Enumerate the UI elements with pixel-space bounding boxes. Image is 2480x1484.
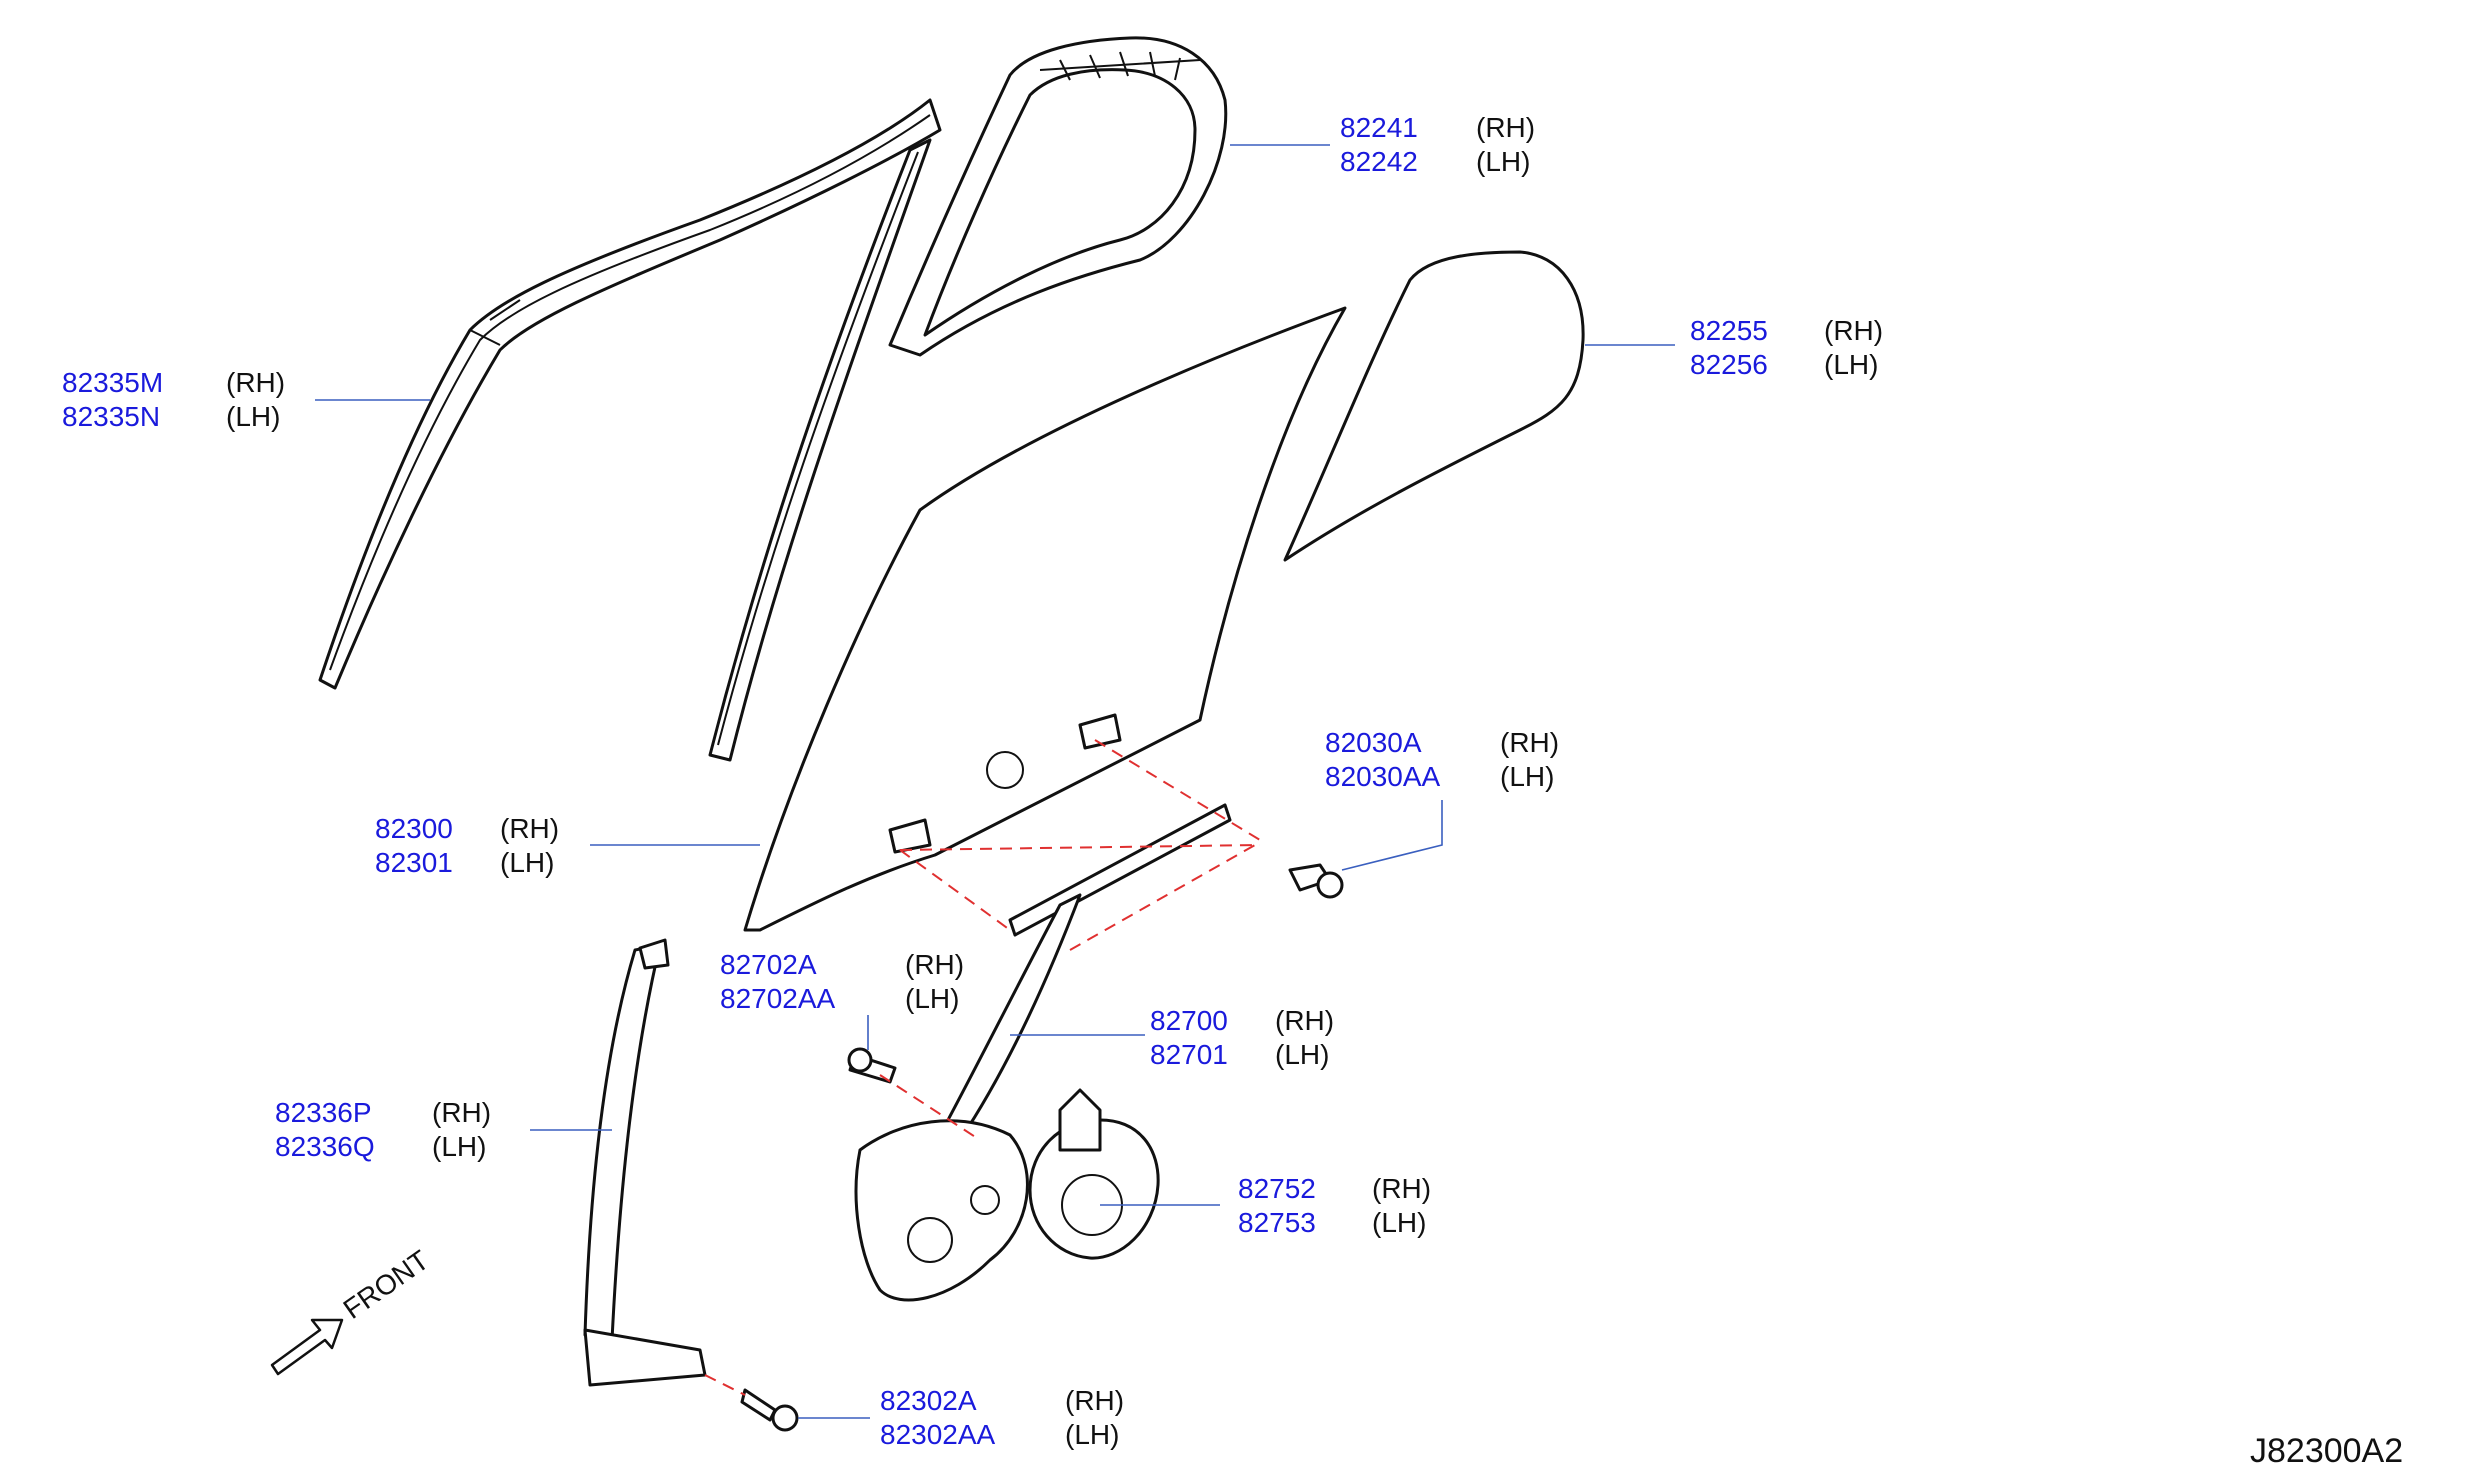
side-lh: (LH) (432, 1131, 486, 1162)
part-number-82335n: 82335N (62, 401, 160, 432)
side-rh: (RH) (905, 949, 964, 980)
side-rh: (RH) (1275, 1005, 1334, 1036)
sash-bolt[interactable] (740, 1388, 799, 1432)
side-rh: (RH) (500, 813, 559, 844)
part-number-82302a: 82302A (880, 1385, 977, 1416)
part-number-82255: 82255 (1690, 315, 1768, 346)
side-lh: (LH) (500, 847, 554, 878)
glass-bolt[interactable] (1288, 863, 1344, 899)
part-number-82301: 82301 (375, 847, 453, 878)
side-lh: (LH) (1500, 761, 1554, 792)
part-number-82300: 82300 (375, 813, 453, 844)
center-sash-upper[interactable] (708, 138, 932, 762)
part-number-82336q: 82336Q (275, 1131, 375, 1162)
side-rh: (RH) (1065, 1385, 1124, 1416)
callout-82336[interactable]: 82336P 82336Q (RH) (LH) (275, 1097, 491, 1162)
leader-lines (315, 144, 1675, 1419)
callout-82302[interactable]: 82302A 82302AA (RH) (LH) (880, 1385, 1124, 1450)
part-number-82030aa: 82030AA (1325, 761, 1441, 792)
center-sash-lower[interactable] (583, 938, 707, 1387)
regulator-sector[interactable] (854, 1119, 1029, 1302)
side-lh: (LH) (1824, 349, 1878, 380)
part-number-82241: 82241 (1340, 112, 1418, 143)
side-lh: (LH) (1372, 1207, 1426, 1238)
window-motor[interactable] (1028, 1088, 1160, 1260)
side-rh: (RH) (432, 1097, 491, 1128)
callout-82335[interactable]: 82335M 82335N (RH) (LH) (62, 367, 285, 432)
side-lh: (LH) (1065, 1419, 1119, 1450)
side-lh: (LH) (1275, 1039, 1329, 1070)
callout-82030[interactable]: 82030A 82030AA (RH) (LH) (1325, 727, 1559, 792)
part-number-82702aa: 82702AA (720, 983, 836, 1014)
front-direction-arrow: FRONT (270, 1244, 435, 1376)
part-number-82336p: 82336P (275, 1097, 372, 1128)
front-sash-channel[interactable] (318, 98, 942, 690)
diagram-code: J82300A2 (2250, 1432, 2403, 1470)
side-rh: (RH) (1500, 727, 1559, 758)
door-glass[interactable] (743, 306, 1347, 932)
side-rh: (RH) (1372, 1173, 1431, 1204)
part-number-82702a: 82702A (720, 949, 817, 980)
side-lh: (LH) (905, 983, 959, 1014)
part-number-82256: 82256 (1690, 349, 1768, 380)
alignment-lines (704, 739, 1261, 1396)
callout-82752[interactable]: 82752 82753 (RH) (LH) (1238, 1173, 1431, 1238)
front-label: FRONT (338, 1244, 435, 1325)
part-number-82752: 82752 (1238, 1173, 1316, 1204)
callout-82700[interactable]: 82700 82701 (RH) (LH) (1150, 1005, 1334, 1070)
side-rh: (RH) (226, 367, 285, 398)
part-number-82753: 82753 (1238, 1207, 1316, 1238)
callout-82255[interactable]: 82255 82256 (RH) (LH) (1690, 315, 1883, 380)
callout-82300[interactable]: 82300 82301 (RH) (LH) (375, 813, 559, 878)
part-number-82242: 82242 (1340, 146, 1418, 177)
regulator-rail[interactable] (938, 803, 1232, 1142)
quarter-window-frame[interactable] (888, 36, 1228, 357)
side-lh: (LH) (226, 401, 280, 432)
callout-82702[interactable]: 82702A 82702AA (RH) (LH) (720, 949, 964, 1014)
regulator-bolt[interactable] (847, 1047, 897, 1084)
part-number-82030a: 82030A (1325, 727, 1422, 758)
part-number-82700: 82700 (1150, 1005, 1228, 1036)
part-number-82701: 82701 (1150, 1039, 1228, 1070)
side-lh: (LH) (1476, 146, 1530, 177)
part-number-82335m: 82335M (62, 367, 163, 398)
quarter-glass[interactable] (1283, 250, 1585, 562)
side-rh: (RH) (1476, 112, 1535, 143)
part-number-82302aa: 82302AA (880, 1419, 996, 1450)
callout-82241[interactable]: 82241 82242 (RH) (LH) (1340, 112, 1535, 177)
side-rh: (RH) (1824, 315, 1883, 346)
